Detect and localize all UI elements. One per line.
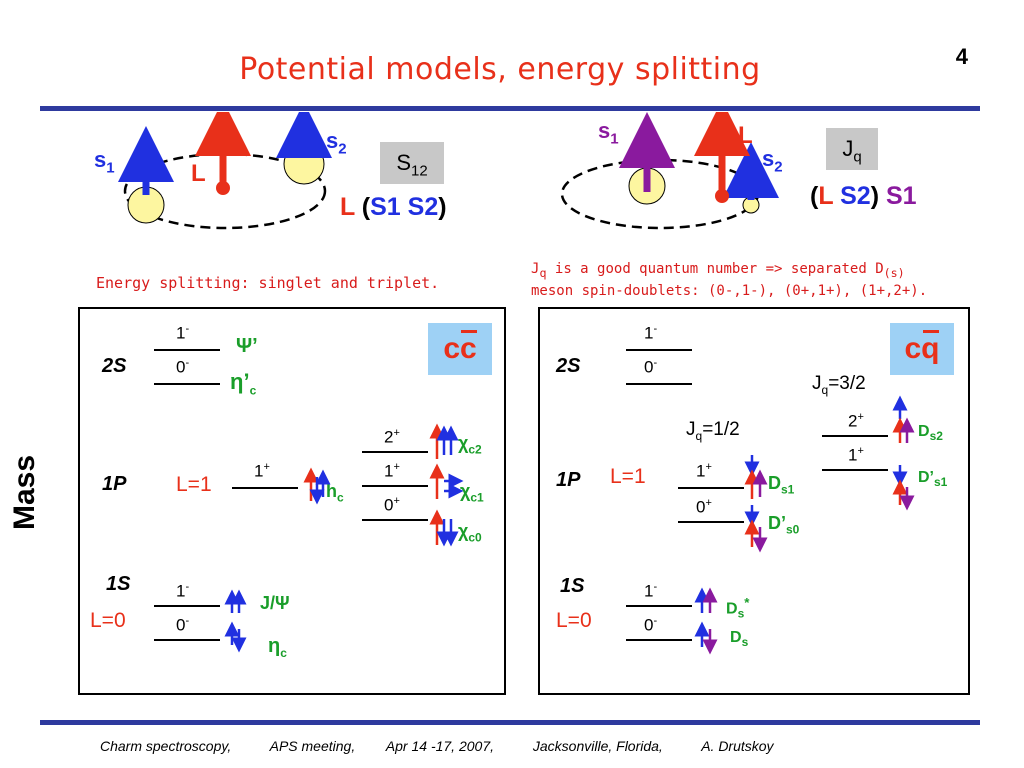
right-orbit-diagram [560, 112, 779, 230]
left-s2-label: s2 [326, 128, 347, 158]
bottom-rule [40, 720, 980, 725]
page-number: 4 [955, 44, 968, 69]
right-L0: L=0 [556, 609, 592, 632]
left-L-label: L [191, 160, 206, 187]
level-ds-star-label: 1- [644, 581, 658, 601]
right-s2-label: s2 [762, 146, 783, 176]
level-ds2 [822, 435, 888, 437]
mass-axis-label: Mass [8, 454, 41, 530]
level-chi-c0 [362, 519, 428, 521]
right-L1: L=1 [610, 465, 646, 488]
state-1S-right: 1S [560, 575, 585, 597]
state-1S: 1S [106, 573, 131, 595]
left-spin-arrows [224, 423, 464, 653]
level-1S-1minus-label: 1- [176, 581, 190, 601]
level-chi-c2 [362, 451, 428, 453]
level-ds-star [626, 605, 692, 607]
cq-quark-box: cq [890, 323, 954, 375]
right-spin-arrows [694, 395, 915, 655]
chi-c1: χc1 [460, 481, 484, 505]
chi-c2: χc2 [458, 433, 482, 457]
left-s1-label: s1 [94, 147, 115, 177]
level-ds2-label: 2+ [848, 411, 864, 431]
level-1S-0minus-label: 0- [176, 615, 190, 635]
state-2S-right: 2S [556, 355, 581, 377]
charm-strange-panel: cq 2S 1- 0- Jq=3/2 Jq=1/2 1P L=1 1+ 0+ D… [538, 307, 970, 695]
level-1S-0minus [154, 639, 220, 641]
level-ds [626, 639, 692, 641]
cc-quark-box: cc [428, 323, 492, 375]
level-ds1 [678, 487, 744, 489]
level-2S-1minus-label: 1- [176, 323, 190, 343]
state-1P-right: 1P [556, 469, 581, 491]
right-note-line2: meson spin-doublets: (0-,1-), (0+,1+), (… [531, 283, 928, 299]
level-ds0-label: 0+ [696, 497, 712, 517]
level-chi-c0-label: 0+ [384, 495, 400, 515]
ds-star-label: Ds* [726, 595, 750, 621]
right-coupling-scheme: (L S2) S1 [810, 182, 917, 210]
jq-3-2-label: Jq=3/2 [812, 373, 866, 397]
level-ds1-label: 1+ [696, 461, 712, 481]
level-2S-0minus-right [626, 383, 692, 385]
level-chi-c1-label: 1+ [384, 461, 400, 481]
level-2S-1minus-label-right: 1- [644, 323, 658, 343]
state-2S: 2S [102, 355, 127, 377]
slide-title: Potential models, energy splitting [239, 52, 761, 87]
s12-box: S12 [380, 142, 444, 184]
state-1P: 1P [102, 473, 127, 495]
spin-coupling-diagrams [118, 112, 779, 230]
left-L1: L=1 [176, 473, 212, 496]
level-dprime-s1 [822, 469, 888, 471]
level-ds-label: 0- [644, 615, 658, 635]
left-coupling-scheme: L (S1 S2) [340, 193, 447, 221]
level-1P-hc [232, 487, 298, 489]
dprime-s0-label: D’s0 [768, 513, 800, 537]
hc-label: hc [326, 481, 344, 505]
level-chi-c1 [362, 485, 428, 487]
jq-box: Jq [826, 128, 878, 170]
psi-prime: Ψ’ [236, 335, 258, 357]
eta-c-prime: η’c [230, 369, 257, 398]
jq-1-2-label: Jq=1/2 [686, 419, 740, 443]
level-ds0 [678, 521, 744, 523]
jpsi-label: J/Ψ [260, 593, 290, 613]
chi-c0: χc0 [458, 521, 482, 545]
level-chi-c2-label: 2+ [384, 427, 400, 447]
level-2S-0minus-label: 0- [176, 357, 190, 377]
level-dprime-s1-label: 1+ [848, 445, 864, 465]
level-2S-1minus-right [626, 349, 692, 351]
footer-text: Charm spectroscopy, APS meeting, Apr 14 … [100, 738, 774, 754]
right-note-line1: Jq is a good quantum number => separated… [531, 261, 905, 280]
level-2S-1minus [154, 349, 220, 351]
left-L-dot [216, 181, 230, 195]
charmonium-panel: cc 2S 1- 0- Ψ’ η’c 1P L=1 1+ hc 2+ 1+ 0+… [78, 307, 506, 695]
top-rule [40, 106, 980, 111]
left-orbit-diagram [118, 112, 332, 230]
level-1P-hc-label: 1+ [254, 461, 270, 481]
right-L-dot [715, 189, 729, 203]
right-L-label: L [738, 122, 753, 149]
ds2-label: Ds2 [918, 423, 943, 444]
level-2S-0minus-label-right: 0- [644, 357, 658, 377]
right-s1-label: s1 [598, 118, 619, 148]
ds1-label: Ds1 [768, 473, 795, 497]
dprime-s1-label: D’s1 [918, 469, 948, 490]
level-1S-1minus [154, 605, 220, 607]
eta-c-label: ηc [268, 635, 287, 660]
left-L0: L=0 [90, 609, 126, 632]
ds-label: Ds [730, 629, 749, 650]
left-note: Energy splitting: singlet and triplet. [96, 274, 440, 292]
level-2S-0minus [154, 383, 220, 385]
